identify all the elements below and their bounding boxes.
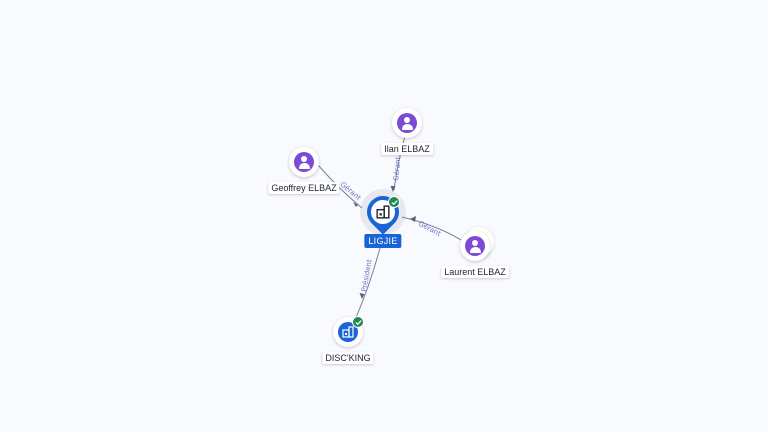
- check-icon: [388, 196, 400, 208]
- check-icon: [352, 316, 364, 328]
- building-icon: [342, 326, 354, 338]
- person-label[interactable]: Ilan ELBAZ: [381, 143, 433, 155]
- edge-label-laurent: Gérant: [417, 220, 442, 238]
- edge-label-geoffrey: Gérant: [339, 180, 363, 202]
- arrow-ilan: [390, 186, 396, 192]
- person-label[interactable]: Laurent ELBAZ: [441, 266, 509, 278]
- company-avatar[interactable]: [333, 317, 363, 347]
- person-avatar[interactable]: [289, 147, 319, 177]
- edge-ilan: [393, 135, 406, 191]
- center-company-label[interactable]: LIGJIE: [364, 234, 402, 248]
- user-icon: [397, 113, 417, 133]
- user-icon: [294, 152, 314, 172]
- building-icon: [376, 205, 390, 219]
- user-icon: [465, 236, 485, 256]
- edge-discking: [354, 247, 381, 321]
- arrow-geoffrey: [353, 202, 358, 207]
- arrow-discking: [359, 293, 365, 299]
- company-label[interactable]: DISC'KING: [322, 352, 374, 364]
- edge-label-ilan: Gérant: [392, 156, 402, 181]
- edge-geoffrey: [317, 164, 363, 209]
- person-label[interactable]: Geoffrey ELBAZ: [268, 182, 340, 194]
- arrow-laurent: [410, 216, 416, 222]
- person-avatar[interactable]: [392, 108, 422, 138]
- person-avatar[interactable]: [460, 231, 490, 261]
